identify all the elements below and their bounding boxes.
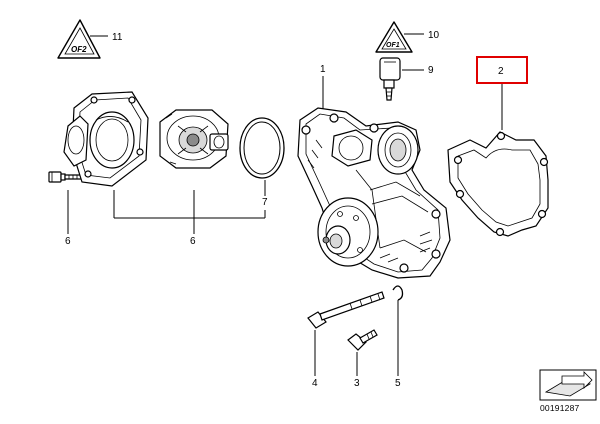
callout-6-center[interactable]: 6: [190, 236, 196, 247]
warning-label-left: OF2: [71, 45, 87, 54]
callout-10[interactable]: 10: [428, 30, 440, 41]
callout-3[interactable]: 3: [354, 378, 360, 389]
warning-label-right: OF1: [386, 42, 400, 49]
warning-triangle-left: OF2: [57, 19, 101, 59]
callout-1[interactable]: 1: [320, 64, 326, 75]
callout-6-left[interactable]: 6: [65, 236, 71, 247]
callout-7[interactable]: 7: [262, 197, 268, 208]
warning-triangle-right: OF1: [375, 21, 413, 53]
callout-5[interactable]: 5: [395, 378, 401, 389]
reference-arrow-icon: [539, 369, 597, 401]
washer-part-5: [392, 285, 404, 301]
diagram-id: 00191287: [540, 403, 580, 413]
callout-4[interactable]: 4: [312, 378, 318, 389]
thermostat-cover: [63, 91, 149, 187]
selected-callout-highlight: [476, 56, 528, 84]
water-pump: [297, 107, 451, 279]
o-ring: [239, 117, 285, 179]
callout-2[interactable]: 2: [498, 66, 504, 77]
thermostat: [159, 109, 229, 169]
gasket: [447, 131, 549, 237]
sensor-part-9: [379, 57, 401, 101]
leader-lines: [67, 33, 503, 376]
bolt-part-4: [307, 291, 385, 329]
callout-9[interactable]: 9: [428, 65, 434, 76]
bolt-part-3: [347, 329, 378, 351]
callout-11[interactable]: 11: [112, 32, 123, 43]
bolt-part-6: [48, 171, 83, 183]
